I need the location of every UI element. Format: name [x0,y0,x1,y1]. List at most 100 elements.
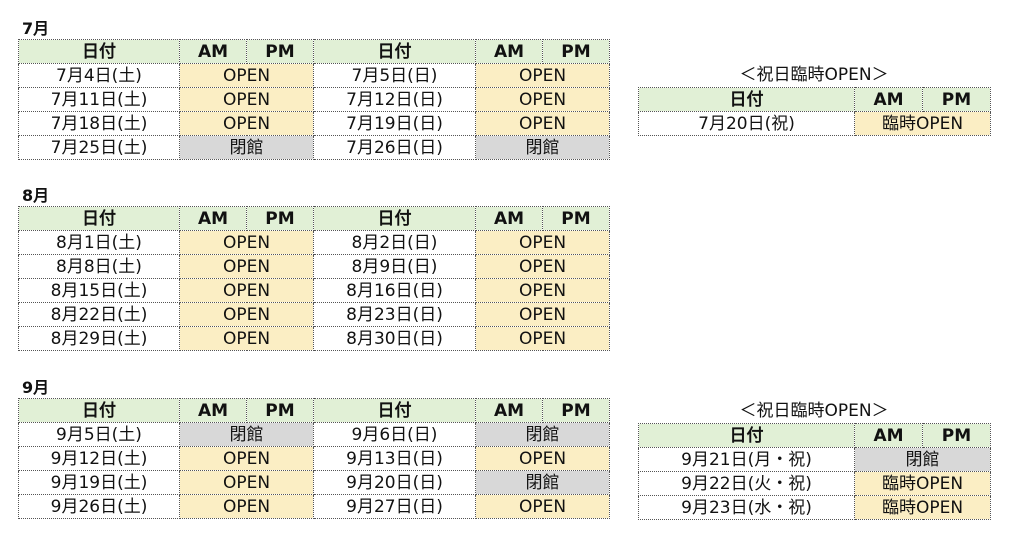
sunday-date: 8月23日(日) [313,302,476,327]
header-date: 日付 [18,39,180,64]
month-title-september: 9月 [22,378,50,397]
sunday-date: 9月13日(日) [313,446,476,471]
table-row: 7月25日(土) 閉館 7月26日(日) 閉館 [18,135,610,160]
sunday-date: 7月26日(日) [313,135,476,160]
table-row: 7月11日(土) OPEN 7月12日(日) OPEN [18,87,610,112]
table-row: 9月26日(土) OPEN 9月27日(日) OPEN [18,494,610,519]
saturday-status: OPEN [179,470,314,495]
holiday-status: 臨時OPEN [854,495,991,520]
schedule-table-september: 日付 AM PM 日付 AM PM 9月5日(土) 閉館 9月6日(日) 閉館 … [18,398,610,519]
saturday-status: OPEN [179,302,314,327]
header-am: AM [179,206,247,231]
holiday-title-september: ＜祝日臨時OPEN＞ [739,401,889,421]
table-header-row: 日付 AM PM 日付 AM PM [18,206,610,231]
saturday-date: 9月26日(土) [18,494,180,519]
sunday-date: 7月12日(日) [313,87,476,112]
holiday-table-september: 日付 AM PM 9月21日(月・祝) 閉館 9月22日(火・祝) 臨時OPEN… [638,423,991,520]
header-am: AM [475,398,543,423]
saturday-status: OPEN [179,63,314,88]
table-row: 8月29日(土) OPEN 8月30日(日) OPEN [18,326,610,351]
schedule-table-august: 日付 AM PM 日付 AM PM 8月1日(土) OPEN 8月2日(日) O… [18,206,610,351]
sunday-date: 8月9日(日) [313,254,476,279]
header-am: AM [475,206,543,231]
table-row: 9月23日(水・祝) 臨時OPEN [638,495,991,520]
header-am: AM [854,87,923,112]
header-pm: PM [246,39,314,64]
holiday-date: 9月23日(水・祝) [638,495,855,520]
header-am: AM [475,39,543,64]
saturday-status: OPEN [179,326,314,351]
table-row: 9月22日(火・祝) 臨時OPEN [638,471,991,496]
saturday-status: OPEN [179,111,314,136]
sunday-status: OPEN [475,494,610,519]
table-row: 8月1日(土) OPEN 8月2日(日) OPEN [18,230,610,255]
saturday-status: 閉館 [179,135,314,160]
header-date: 日付 [313,206,476,231]
header-date: 日付 [313,398,476,423]
sunday-status: 閉館 [475,422,610,447]
holiday-status: 閉館 [854,447,991,472]
saturday-date: 8月29日(土) [18,326,180,351]
header-am: AM [854,423,923,448]
sunday-status: OPEN [475,111,610,136]
holiday-title-july: ＜祝日臨時OPEN＞ [739,65,889,85]
holiday-date: 9月22日(火・祝) [638,471,855,496]
sunday-date: 8月30日(日) [313,326,476,351]
table-row: 9月19日(土) OPEN 9月20日(日) 閉館 [18,470,610,495]
holiday-date: 9月21日(月・祝) [638,447,855,472]
sunday-status: 閉館 [475,470,610,495]
table-header-row: 日付 AM PM [638,87,991,112]
sunday-date: 7月5日(日) [313,63,476,88]
holiday-status: 臨時OPEN [854,111,991,136]
table-header-row: 日付 AM PM 日付 AM PM [18,398,610,423]
holiday-status: 臨時OPEN [854,471,991,496]
sunday-status: OPEN [475,254,610,279]
sunday-date: 9月20日(日) [313,470,476,495]
saturday-date: 7月18日(土) [18,111,180,136]
saturday-status: OPEN [179,446,314,471]
saturday-status: OPEN [179,87,314,112]
header-pm: PM [542,206,610,231]
sunday-status: OPEN [475,326,610,351]
saturday-date: 8月8日(土) [18,254,180,279]
header-am: AM [179,398,247,423]
saturday-status: 閉館 [179,422,314,447]
header-date: 日付 [18,206,180,231]
saturday-date: 8月15日(土) [18,278,180,303]
sunday-status: OPEN [475,302,610,327]
sunday-status: OPEN [475,230,610,255]
header-date: 日付 [18,398,180,423]
holiday-table-july: 日付 AM PM 7月20日(祝) 臨時OPEN [638,87,991,136]
month-title-july: 7月 [22,19,50,38]
saturday-date: 7月11日(土) [18,87,180,112]
month-title-august: 8月 [22,186,50,205]
saturday-date: 7月4日(土) [18,63,180,88]
header-date: 日付 [313,39,476,64]
saturday-status: OPEN [179,278,314,303]
table-row: 8月8日(土) OPEN 8月9日(日) OPEN [18,254,610,279]
header-am: AM [179,39,247,64]
saturday-status: OPEN [179,230,314,255]
saturday-date: 9月5日(土) [18,422,180,447]
sunday-date: 9月27日(日) [313,494,476,519]
header-pm: PM [542,398,610,423]
table-row: 7月18日(土) OPEN 7月19日(日) OPEN [18,111,610,136]
table-row: 8月22日(土) OPEN 8月23日(日) OPEN [18,302,610,327]
schedule-table-july: 日付 AM PM 日付 AM PM 7月4日(土) OPEN 7月5日(日) O… [18,39,610,160]
sunday-status: OPEN [475,87,610,112]
sunday-date: 8月16日(日) [313,278,476,303]
table-row: 9月21日(月・祝) 閉館 [638,447,991,472]
saturday-status: OPEN [179,254,314,279]
saturday-date: 9月12日(土) [18,446,180,471]
holiday-date: 7月20日(祝) [638,111,855,136]
table-row: 9月5日(土) 閉館 9月6日(日) 閉館 [18,422,610,447]
header-pm: PM [246,206,314,231]
header-date: 日付 [638,423,855,448]
table-row: 9月12日(土) OPEN 9月13日(日) OPEN [18,446,610,471]
table-header-row: 日付 AM PM [638,423,991,448]
header-pm: PM [542,39,610,64]
saturday-date: 9月19日(土) [18,470,180,495]
header-pm: PM [922,423,991,448]
header-pm: PM [246,398,314,423]
table-row: 7月4日(土) OPEN 7月5日(日) OPEN [18,63,610,88]
